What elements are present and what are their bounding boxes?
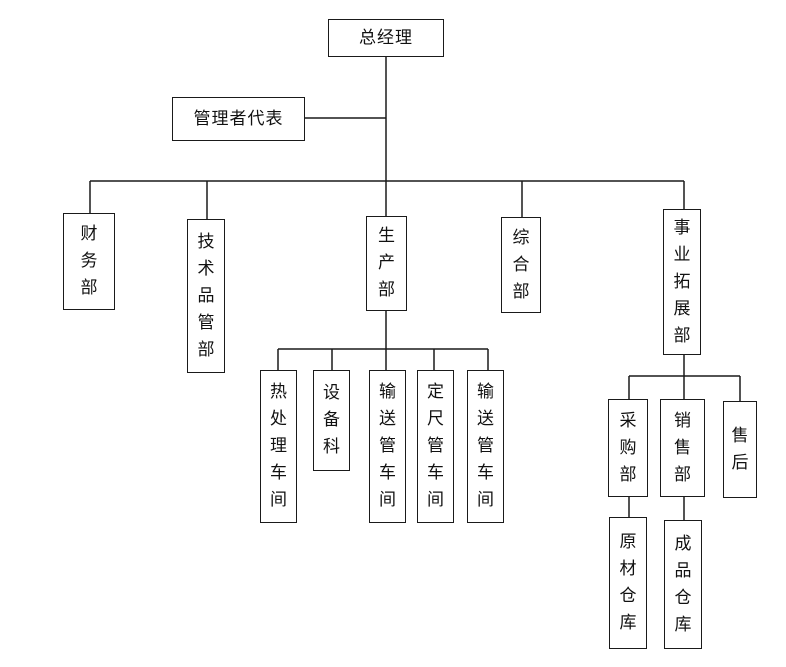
node-raw-material-warehouse: 原 材 仓 库 xyxy=(609,517,647,649)
node-conveying-pipe-2: 输 送 管 车 间 xyxy=(467,370,504,523)
node-label: 输 送 管 车 间 xyxy=(379,382,396,510)
node-equipment: 设 备 科 xyxy=(313,370,350,471)
node-purchasing: 采 购 部 xyxy=(608,399,648,497)
node-label: 综 合 部 xyxy=(512,227,530,302)
node-label: 售 后 xyxy=(731,425,749,473)
node-production: 生 产 部 xyxy=(366,216,407,311)
node-after-sales: 售 后 xyxy=(723,401,757,498)
node-sales: 销 售 部 xyxy=(660,399,705,497)
node-label: 销 售 部 xyxy=(674,410,691,485)
node-general-affairs: 综 合 部 xyxy=(501,217,541,313)
node-label: 采 购 部 xyxy=(619,410,637,485)
node-finished-goods-warehouse: 成 品 仓 库 xyxy=(664,520,702,649)
node-label: 财 务 部 xyxy=(80,224,98,298)
node-management-representative: 管理者代表 xyxy=(172,97,305,141)
node-fixed-length-pipe: 定 尺 管 车 间 xyxy=(417,370,454,523)
node-label: 技 术 品 管 部 xyxy=(197,231,215,360)
node-label: 管理者代表 xyxy=(193,108,284,129)
node-label: 设 备 科 xyxy=(323,383,340,457)
node-label: 原 材 仓 库 xyxy=(619,532,637,633)
node-label: 热 处 理 车 间 xyxy=(270,382,287,510)
node-conveying-pipe-1: 输 送 管 车 间 xyxy=(369,370,406,523)
node-business-development: 事 业 拓 展 部 xyxy=(663,209,701,355)
node-tech-quality: 技 术 品 管 部 xyxy=(187,219,225,373)
node-label: 定 尺 管 车 间 xyxy=(427,382,444,510)
node-label: 事 业 拓 展 部 xyxy=(673,217,691,346)
node-label: 输 送 管 车 间 xyxy=(477,382,494,510)
node-label: 成 品 仓 库 xyxy=(674,533,692,635)
node-label: 总经理 xyxy=(359,27,413,48)
node-general-manager: 总经理 xyxy=(328,19,444,57)
node-heat-treatment: 热 处 理 车 间 xyxy=(260,370,297,523)
node-finance: 财 务 部 xyxy=(63,213,115,310)
node-label: 生 产 部 xyxy=(378,226,395,300)
